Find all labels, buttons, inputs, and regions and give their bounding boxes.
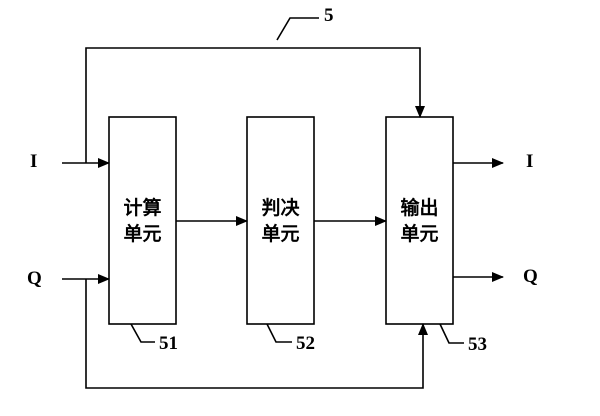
system-ref-leader bbox=[276, 17, 319, 41]
calc-ref-leader bbox=[130, 323, 155, 343]
decision-unit-ref-number: 52 bbox=[296, 333, 315, 354]
output-unit-ref-number: 53 bbox=[468, 334, 487, 355]
q-input-label: Q bbox=[27, 268, 42, 289]
calc-unit-block bbox=[108, 116, 177, 325]
i-input-label: I bbox=[30, 151, 38, 172]
calc-unit-label: 计算 单元 bbox=[123, 197, 162, 245]
decision-ref-leader bbox=[266, 323, 292, 343]
q-output-label: Q bbox=[523, 266, 538, 287]
decision-unit-block bbox=[246, 116, 315, 325]
decision-unit-label: 判决 单元 bbox=[261, 197, 300, 245]
system-ref-number: 5 bbox=[324, 5, 334, 26]
i-bypass-path bbox=[85, 47, 425, 163]
q-bypass-path bbox=[85, 279, 428, 389]
calc-unit-ref-number: 51 bbox=[159, 333, 178, 354]
i-output-label: I bbox=[526, 151, 534, 172]
output-ref-leader bbox=[439, 323, 464, 344]
output-unit-label: 输出 单元 bbox=[400, 197, 439, 245]
